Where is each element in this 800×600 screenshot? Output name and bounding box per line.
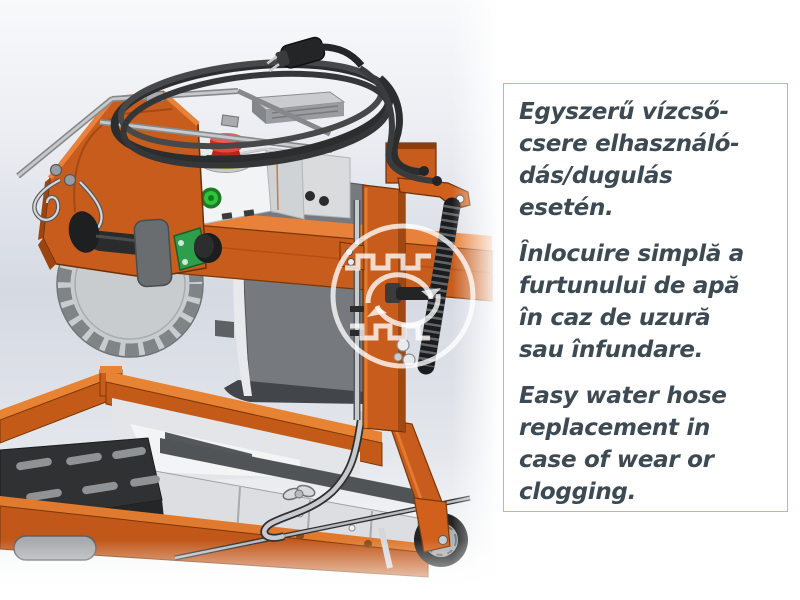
rubber-pad xyxy=(133,218,173,288)
caption-panel: Egyszerű vízcső- csere elhasználó- dás/d… xyxy=(503,83,788,512)
right-fade xyxy=(452,0,500,583)
cable-tails xyxy=(358,65,442,186)
caption-paragraph-english: Easy water hose replacement in case of w… xyxy=(519,383,727,505)
bottom-fade xyxy=(0,540,500,600)
clamp-knob xyxy=(396,287,434,300)
masonry-saw-render xyxy=(0,0,500,600)
green-indicator-light xyxy=(200,187,222,209)
water-hose xyxy=(260,411,366,542)
junction-box xyxy=(250,91,346,124)
wing-nut xyxy=(282,484,316,501)
power-plug xyxy=(266,36,365,73)
caption-paragraph-romanian: Înlocuire simplă a furtunului de apă în … xyxy=(519,241,744,363)
cart-frame xyxy=(0,366,383,482)
caption-paragraph-hungarian: Egyszerű vízcső- csere elhasználó- dás/d… xyxy=(519,99,740,221)
machine-illustration xyxy=(0,0,500,600)
water-pump xyxy=(173,227,222,271)
